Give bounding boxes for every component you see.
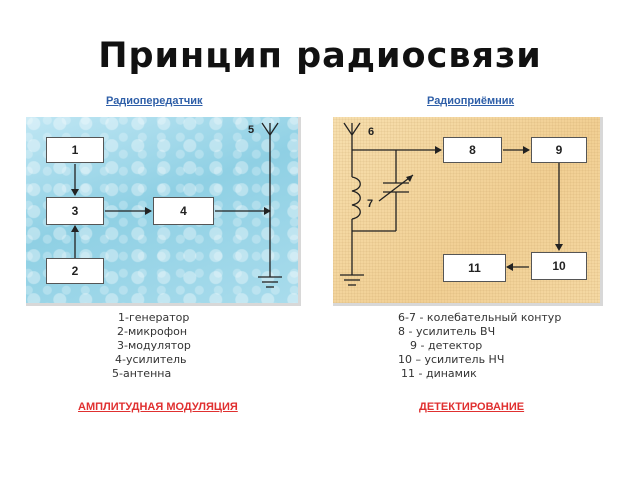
antenna-label: 6 (368, 126, 375, 138)
legend-item: 3-модулятор (117, 339, 191, 352)
legend-item: 9 - детектор (410, 339, 483, 352)
speaker-box: 11 (443, 254, 506, 282)
legend-item: 5-антенна (112, 367, 172, 380)
hf-amplifier-box: 8 (443, 137, 502, 163)
lf-amplifier-box: 10 (531, 252, 587, 280)
legend-item: 10 – усилитель НЧ (398, 353, 505, 366)
legend-item: 8 - усилитель ВЧ (398, 325, 496, 338)
capacitor-label: 7 (367, 198, 374, 210)
legend-item: 11 - динамик (401, 367, 477, 380)
transmitter-heading: Радиопередатчик (106, 95, 203, 107)
legend-item: 6-7 - колебательный контур (398, 311, 562, 324)
transmitter-diagram: 1 3 4 2 5 (26, 117, 301, 306)
receiver-wiring (340, 122, 563, 286)
receiver-heading: Радиоприёмник (427, 95, 515, 107)
legend-item: 4-усилитель (115, 353, 187, 366)
generator-box: 1 (46, 137, 104, 163)
page-title: Принцип радиосвязи (98, 36, 542, 76)
transmitter-footer: АМПЛИТУДНАЯ МОДУЛЯЦИЯ (78, 401, 238, 413)
modulator-box: 3 (46, 197, 104, 225)
legend-item: 1-генератор (118, 311, 190, 324)
legend-item: 2-микрофон (117, 325, 188, 338)
receiver-legend: 6-7 - колебательный контур 8 - усилитель… (398, 311, 561, 381)
receiver-diagram: 6 7 8 9 10 11 (333, 117, 603, 306)
receiver-footer: ДЕТЕКТИРОВАНИЕ (419, 401, 525, 413)
transmitter-wiring (71, 122, 282, 288)
transmitter-legend: 1-генератор 2-микрофон 3-модулятор 4-уси… (112, 311, 191, 381)
amplifier-box: 4 (153, 197, 214, 225)
microphone-box: 2 (46, 258, 104, 284)
detector-box: 9 (531, 137, 587, 163)
antenna-label: 5 (248, 124, 255, 136)
